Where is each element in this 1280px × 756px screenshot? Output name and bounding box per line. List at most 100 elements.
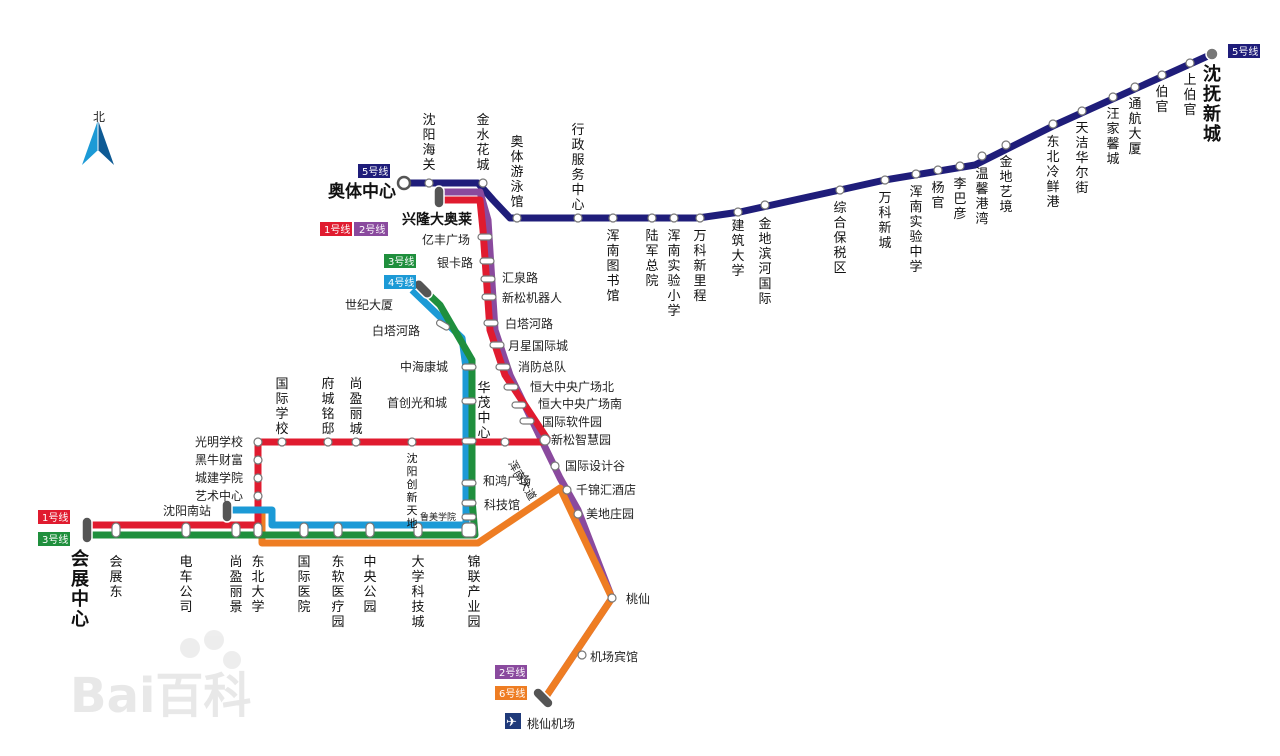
station-label: 世纪大厦 xyxy=(345,298,393,312)
station-label: 科技馆 xyxy=(484,497,520,512)
station-label: 金地艺境 xyxy=(999,154,1012,215)
station-label: 府城铭邸 xyxy=(321,377,334,437)
line-5-badge: 5号线 xyxy=(358,164,390,178)
station-label: 天洁华尔街 xyxy=(1075,121,1088,196)
station-label: 沈阳海关 xyxy=(422,113,435,173)
station-label: 尚盈丽景 xyxy=(229,555,242,615)
station-label: 奥体中心 xyxy=(328,181,396,202)
station-label: 陆军总院 xyxy=(645,228,658,289)
line-3-track xyxy=(88,285,479,539)
station-label: 和鸿广场 xyxy=(483,474,531,488)
station-label: 东北大学 xyxy=(251,555,264,615)
svg-text:2号线: 2号线 xyxy=(359,223,385,236)
line-4-badge: 4号线 xyxy=(384,275,416,289)
svg-text:✈: ✈ xyxy=(506,715,517,730)
station-label: 电车公司 xyxy=(179,555,192,615)
station-label: 国际学校 xyxy=(275,377,288,437)
vertical-station-labels: 沈抚新城会展中心沈阳海关金水花城奥体游泳馆行政服务中心浑南图书馆陆军总院浑南实验… xyxy=(71,63,1221,630)
station-label: 汇泉路 xyxy=(502,270,538,285)
line-2-badge: 2号线 xyxy=(354,222,388,236)
station-label: 消防总队 xyxy=(518,359,566,374)
svg-text:2号线: 2号线 xyxy=(499,666,525,679)
line-1-3-4-6-station-dots xyxy=(111,319,510,538)
station-label: 首创光和城 xyxy=(387,396,447,410)
station-label: 东软医疗园 xyxy=(331,555,344,630)
station-label: 杨官 xyxy=(931,181,944,211)
svg-text:5号线: 5号线 xyxy=(1232,45,1258,58)
terminal-cap-aoti xyxy=(396,175,412,191)
watermark-text: Bai百科 xyxy=(70,668,251,724)
station-label: 千锦汇酒店 xyxy=(576,483,636,497)
station-label: 金地滨河国际 xyxy=(758,216,771,307)
station-label: 会展中心 xyxy=(71,548,90,630)
station-label: 国际设计谷 xyxy=(565,459,625,473)
station-label: 万科新里程 xyxy=(693,229,706,304)
station-label: 机场宾馆 xyxy=(590,649,638,664)
terminal-cap-nanzhan xyxy=(221,499,233,523)
station-label: 亿丰广场 xyxy=(422,232,470,247)
station-label: 大学科技城 xyxy=(411,555,424,630)
line-5-badge: 5号线 xyxy=(1228,44,1260,58)
svg-text:4号线: 4号线 xyxy=(388,276,414,289)
station-label: 通航大厦 xyxy=(1128,97,1141,157)
airplane-icon: ✈ xyxy=(505,713,521,730)
station-label: 月星国际城 xyxy=(508,339,568,353)
station-label: 奥体游泳馆 xyxy=(510,135,523,210)
svg-text:1号线: 1号线 xyxy=(42,511,68,524)
line-2-badge: 2号线 xyxy=(495,665,527,679)
station-label: 李巴彦 xyxy=(953,177,966,222)
station-label: 行政服务中心 xyxy=(571,123,584,213)
station-label: 锦联产业园 xyxy=(467,555,480,630)
station-label: 桃仙机场 xyxy=(527,716,575,731)
svg-text:3号线: 3号线 xyxy=(42,533,68,546)
station-label: 浑南实验中学 xyxy=(909,185,922,275)
svg-text:3号线: 3号线 xyxy=(388,255,414,268)
station-label: 城建学院 xyxy=(195,470,243,485)
line-1-2-station-dots xyxy=(477,233,617,660)
svg-text:6号线: 6号线 xyxy=(499,687,525,700)
line-3-badge: 3号线 xyxy=(384,254,416,268)
station-label: 浑南图书馆 xyxy=(606,229,619,304)
station-label: 汪家馨城 xyxy=(1106,107,1119,167)
line-1-badge: 1号线 xyxy=(38,510,70,524)
svg-text:1号线: 1号线 xyxy=(324,223,350,236)
station-label: 白塔河路 xyxy=(505,316,553,331)
station-label: 光明学校 xyxy=(195,434,243,449)
station-label: 中央公园 xyxy=(363,555,376,615)
line-3-badge: 3号线 xyxy=(38,532,70,546)
station-label: 鲁美学院 xyxy=(420,511,456,523)
north-arrow-icon: 北 xyxy=(82,110,114,165)
station-label: 华茂中心 xyxy=(477,381,490,441)
line-5-station-dots xyxy=(424,58,1195,223)
station-label: 恒大中央广场南 xyxy=(538,396,622,411)
terminal-cap-airport xyxy=(532,687,554,709)
station-label: 银卡路 xyxy=(437,255,473,270)
terminal-cap-fushun xyxy=(1205,47,1219,61)
station-label: 沈阳南站 xyxy=(163,503,211,518)
station-label: 桃仙 xyxy=(626,591,650,606)
svg-text:5号线: 5号线 xyxy=(362,165,388,178)
station-label: 恒大中央广场北 xyxy=(530,379,614,394)
compass-label: 北 xyxy=(93,110,105,124)
station-label: 黑牛财富 xyxy=(195,452,243,467)
station-label: 兴隆大奥莱 xyxy=(402,211,472,228)
station-label: 国际医院 xyxy=(297,555,310,615)
station-label: 温馨港湾 xyxy=(975,167,988,227)
line-6-badge: 6号线 xyxy=(495,686,527,700)
line-1-badge: 1号线 xyxy=(320,222,352,236)
line-1-track xyxy=(88,438,545,529)
station-label: 白塔河路 xyxy=(372,323,420,338)
station-label: 沈抚新城 xyxy=(1203,63,1221,145)
station-label: 上伯官 xyxy=(1183,73,1196,118)
station-label: 会展东 xyxy=(109,555,122,600)
station-label: 综合保税区 xyxy=(833,201,846,276)
terminal-cap-huizhan xyxy=(81,516,93,544)
station-label: 艺术中心 xyxy=(195,488,243,503)
station-label: 国际软件园 xyxy=(542,415,602,429)
station-label: 新松智慧园 xyxy=(551,432,611,447)
line-5-track xyxy=(405,51,1212,222)
station-label: 美地庄园 xyxy=(586,506,634,521)
station-label: 万科新城 xyxy=(878,191,891,251)
station-label: 浑南实验小学 xyxy=(667,229,680,319)
